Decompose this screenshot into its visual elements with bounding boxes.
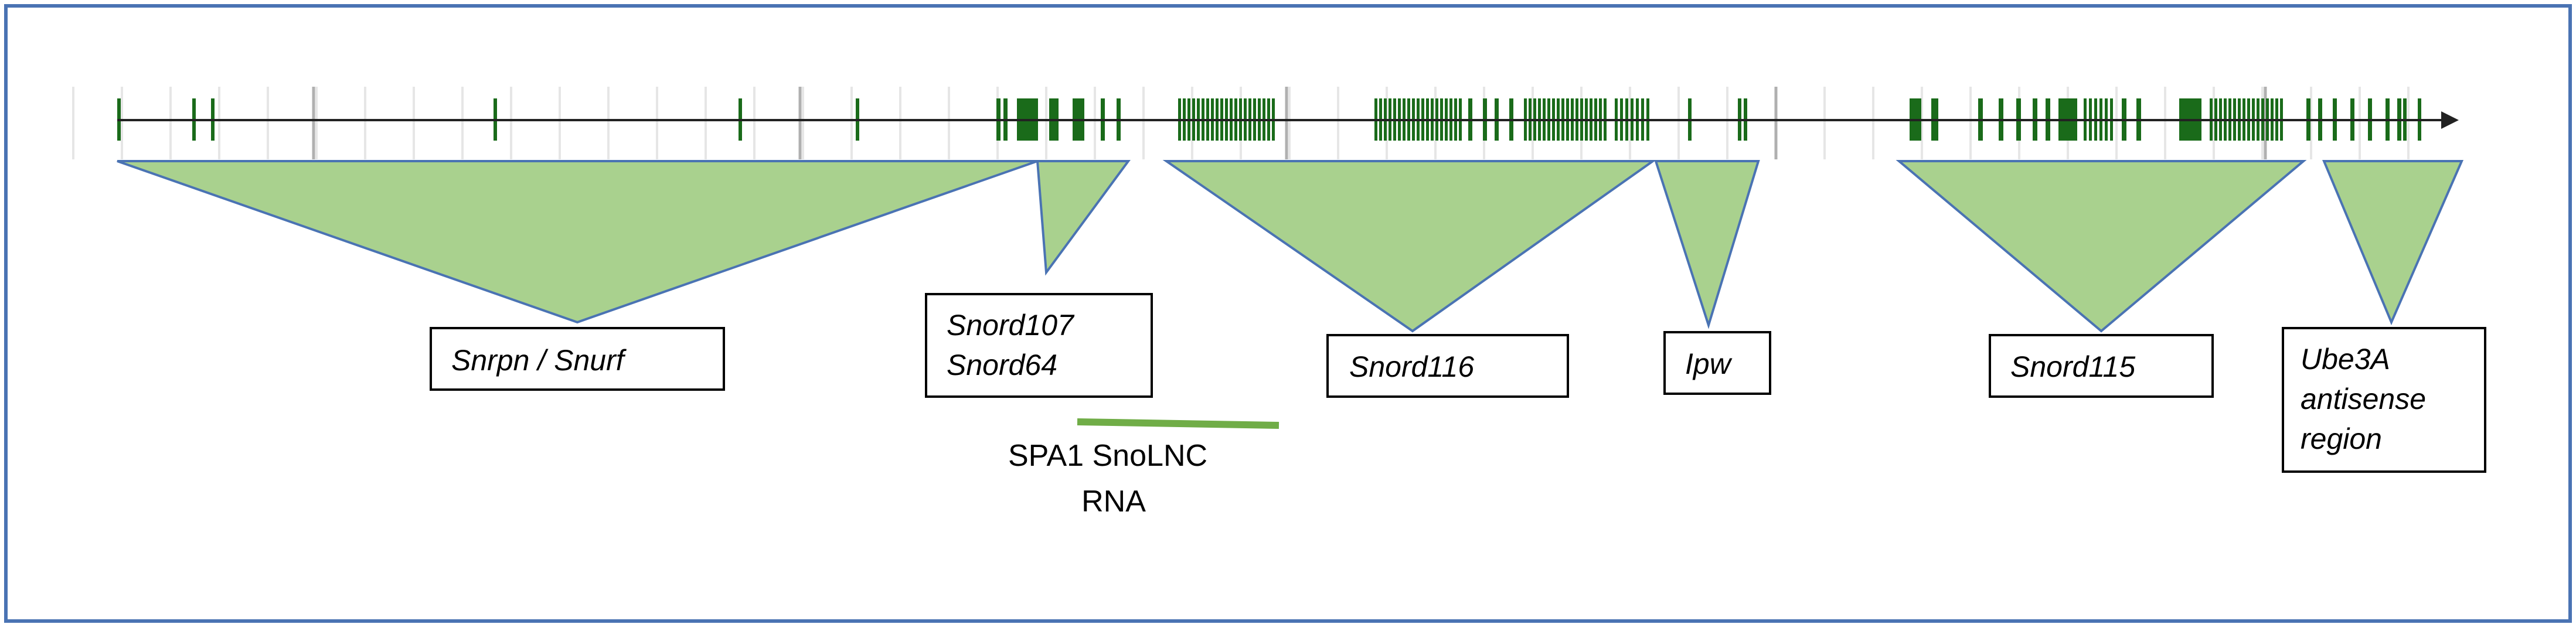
label-snord115: Snord115 bbox=[1989, 334, 2214, 398]
label-ube3a: Ube3A antisense region bbox=[2282, 327, 2486, 473]
outer-frame bbox=[4, 4, 2572, 623]
region-triangle-ipw bbox=[1654, 160, 1760, 329]
label-snord107-line1: Snord107 bbox=[947, 309, 1075, 342]
label-snord107: Snord107 Snord64 bbox=[925, 293, 1153, 398]
label-snord116: Snord116 bbox=[1326, 334, 1569, 398]
snolnc-bar bbox=[1077, 418, 1280, 429]
axis-arrowhead bbox=[2441, 111, 2459, 129]
snolnc-label-line1: SPA1 SnoLNC bbox=[1008, 439, 1207, 473]
region-triangle-snrpn bbox=[117, 160, 1038, 324]
label-snrpn: Snrpn / Snurf bbox=[430, 327, 725, 391]
label-ube3a-line2: antisense bbox=[2301, 383, 2426, 415]
region-triangle-snord107 bbox=[1036, 160, 1131, 276]
label-ipw-line1: Ipw bbox=[1685, 347, 1733, 380]
label-ipw: Ipw bbox=[1663, 331, 1771, 395]
region-triangle-ube3a bbox=[2322, 160, 2464, 326]
label-ube3a-line3: region bbox=[2301, 422, 2382, 455]
label-snord107-line2: Snord64 bbox=[947, 349, 1057, 381]
region-triangle-snord115 bbox=[1896, 160, 2307, 333]
label-snord115-line1: Snord115 bbox=[2010, 350, 2135, 383]
label-ube3a-line1: Ube3A bbox=[2301, 343, 2390, 376]
region-triangle-snord116 bbox=[1162, 160, 1657, 333]
label-snord116-line1: Snord116 bbox=[1349, 350, 1474, 383]
label-snrpn-line1: Snrpn / Snurf bbox=[451, 344, 627, 377]
snolnc-label-line2: RNA bbox=[1081, 485, 1146, 519]
